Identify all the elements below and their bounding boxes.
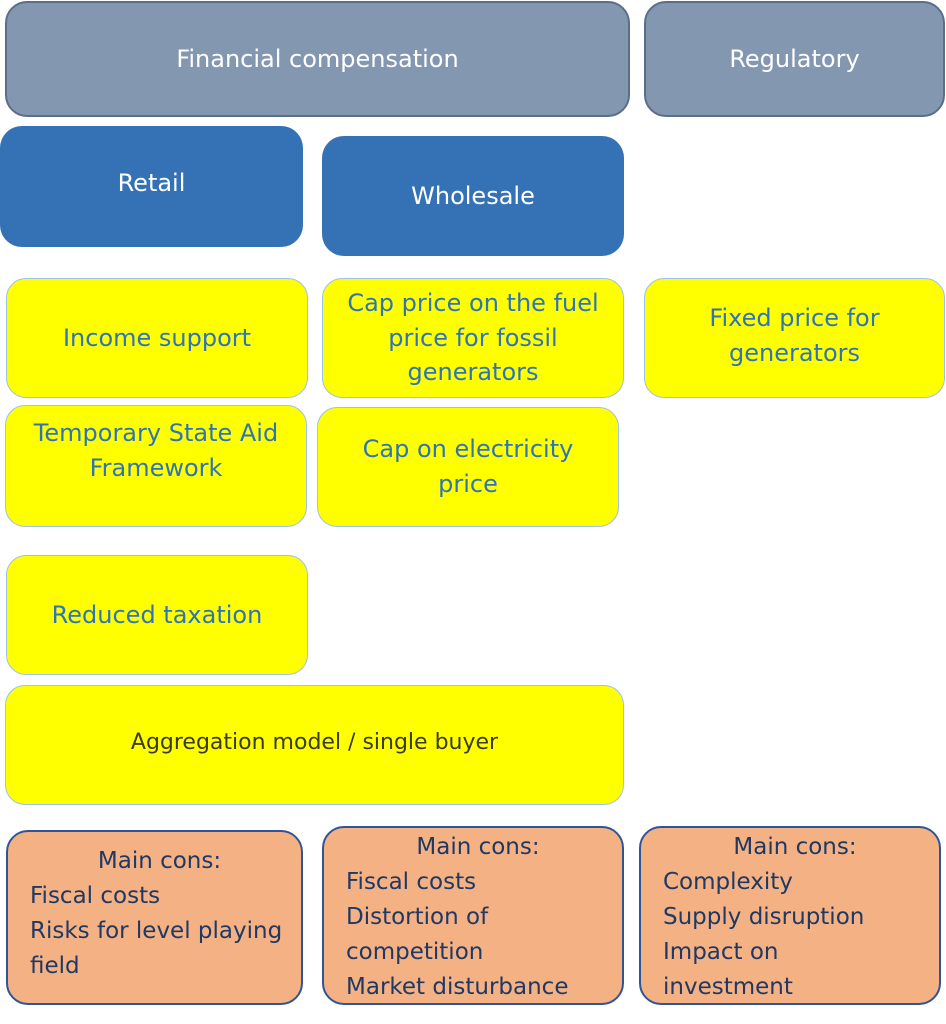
wholesale-cons-box: Main cons: Fiscal costs Distortion of co… xyxy=(322,826,624,1005)
regulatory-cons-heading: Main cons: xyxy=(733,834,857,860)
reduced-taxation-label: Reduced taxation xyxy=(51,600,263,629)
aggregation-model-label: Aggregation model / single buyer xyxy=(130,730,499,756)
fixed-price-box: Fixed price for generators xyxy=(644,278,945,398)
reduced-taxation-box: Reduced taxation xyxy=(6,555,308,675)
temporary-state-aid-line-2: Framework xyxy=(89,454,223,482)
cap-electricity-line-2: price xyxy=(438,470,498,498)
wholesale-cons-item: Fiscal costs xyxy=(346,868,477,895)
retail-cons-heading: Main cons: xyxy=(97,848,222,874)
cap-fuel-price-line-2: price for fossil xyxy=(388,323,558,352)
regulatory-cons-item: investment xyxy=(663,973,793,1000)
wholesale-cons-item: competition xyxy=(346,938,484,965)
regulatory-cons-box: Main cons: Complexity Supply disruption … xyxy=(639,826,941,1005)
fixed-price-line-2: generators xyxy=(728,339,860,367)
retail-cons-item: Fiscal costs xyxy=(30,882,161,909)
regulatory-cons-item: Complexity xyxy=(663,868,793,895)
financial-compensation-label: Financial compensation xyxy=(176,45,459,73)
wholesale-cons-item: Distortion of xyxy=(346,903,489,930)
wholesale-header: Wholesale xyxy=(322,136,624,256)
cap-electricity-box: Cap on electricity price xyxy=(317,407,619,527)
regulatory-cons-item: Impact on xyxy=(663,938,779,965)
financial-compensation-header: Financial compensation xyxy=(5,1,630,117)
retail-cons-item: field xyxy=(30,952,80,979)
wholesale-cons-item: Market disturbance xyxy=(346,973,569,1000)
regulatory-cons-item: Supply disruption xyxy=(663,903,865,930)
aggregation-model-box: Aggregation model / single buyer xyxy=(5,685,624,805)
wholesale-label: Wholesale xyxy=(411,182,535,210)
regulatory-header: Regulatory xyxy=(644,1,945,117)
income-support-box: Income support xyxy=(6,278,308,398)
temporary-state-aid-box: Temporary State Aid Framework xyxy=(5,405,307,527)
wholesale-cons-heading: Main cons: xyxy=(416,834,540,860)
cap-electricity-line-1: Cap on electricity xyxy=(362,435,574,464)
retail-header: Retail xyxy=(0,126,303,247)
temporary-state-aid-line-1: Temporary State Aid xyxy=(33,419,279,448)
cap-fuel-price-box: Cap price on the fuel price for fossil g… xyxy=(322,278,624,398)
retail-cons-box: Main cons: Fiscal costs Risks for level … xyxy=(6,830,303,1005)
retail-cons-item: Risks for level playing xyxy=(30,917,283,944)
regulatory-label: Regulatory xyxy=(729,45,860,73)
income-support-label: Income support xyxy=(62,323,252,352)
cap-fuel-price-line-3: generators xyxy=(407,358,539,387)
fixed-price-line-1: Fixed price for xyxy=(709,304,880,333)
cap-fuel-price-line-1: Cap price on the fuel xyxy=(347,288,599,317)
retail-label: Retail xyxy=(117,168,186,197)
